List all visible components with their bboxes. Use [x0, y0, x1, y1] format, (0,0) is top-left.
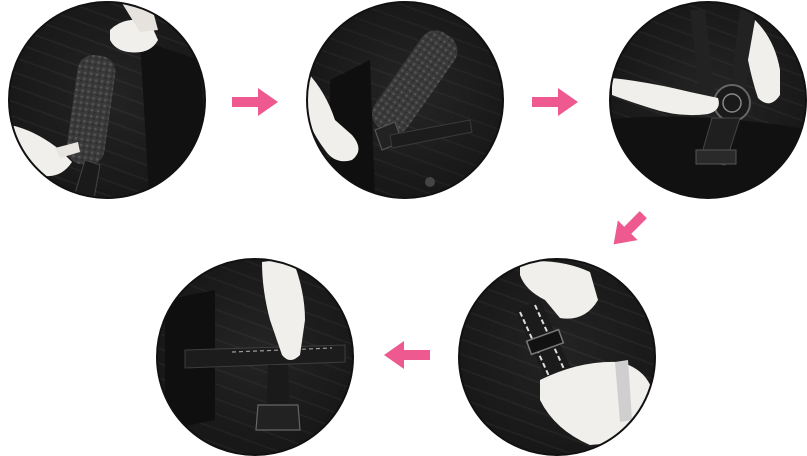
- step-photo-3: [600, 0, 807, 210]
- flow-arrow-icon: [232, 88, 278, 116]
- step-photo-1: [0, 0, 220, 210]
- step-photo-5: [150, 255, 370, 456]
- flow-arrow-icon: [604, 205, 653, 254]
- flow-arrow-icon: [532, 88, 578, 116]
- step-photo-4: [450, 255, 670, 456]
- flow-arrow-icon: [384, 341, 430, 369]
- step-photo-2: [300, 0, 520, 210]
